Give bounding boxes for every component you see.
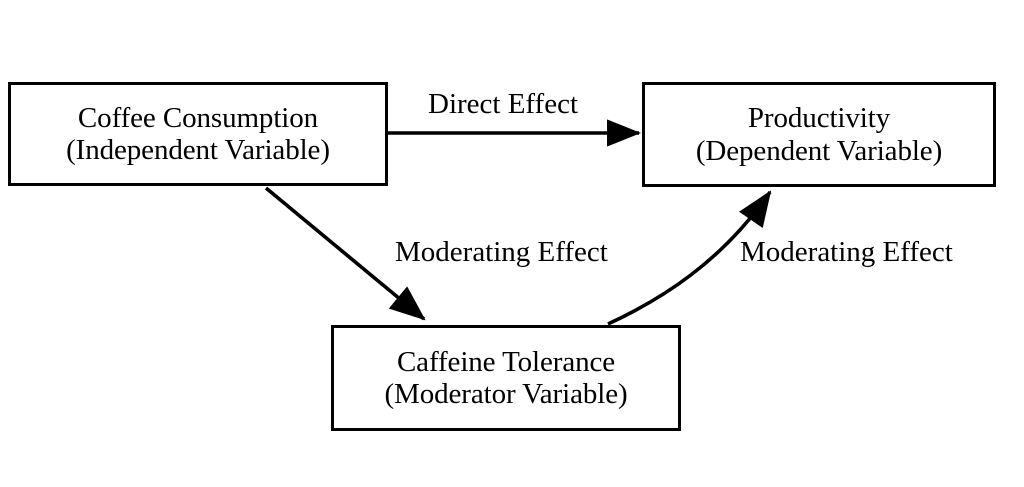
node-caffeine-tolerance-line1: Caffeine Tolerance <box>396 345 616 378</box>
node-productivity-line2: (Dependent Variable) <box>695 134 943 167</box>
edge-label-moderating-effect-left: Moderating Effect <box>395 236 608 268</box>
node-productivity[interactable]: Productivity (Dependent Variable) <box>642 82 996 187</box>
edge-label-moderating-effect-right: Moderating Effect <box>740 236 953 268</box>
node-coffee-consumption-line1: Coffee Consumption <box>77 101 319 134</box>
node-caffeine-tolerance[interactable]: Caffeine Tolerance (Moderator Variable) <box>331 325 681 431</box>
node-coffee-consumption-line2: (Independent Variable) <box>66 134 330 166</box>
edge-moderating-right-arrow <box>607 190 772 326</box>
node-caffeine-tolerance-line2: (Moderator Variable) <box>384 378 628 410</box>
node-coffee-consumption[interactable]: Coffee Consumption (Independent Variable… <box>8 82 388 186</box>
node-productivity-line1: Productivity <box>747 102 891 135</box>
edge-label-direct-effect: Direct Effect <box>428 88 579 120</box>
edge-moderating-left-arrow <box>264 186 426 321</box>
